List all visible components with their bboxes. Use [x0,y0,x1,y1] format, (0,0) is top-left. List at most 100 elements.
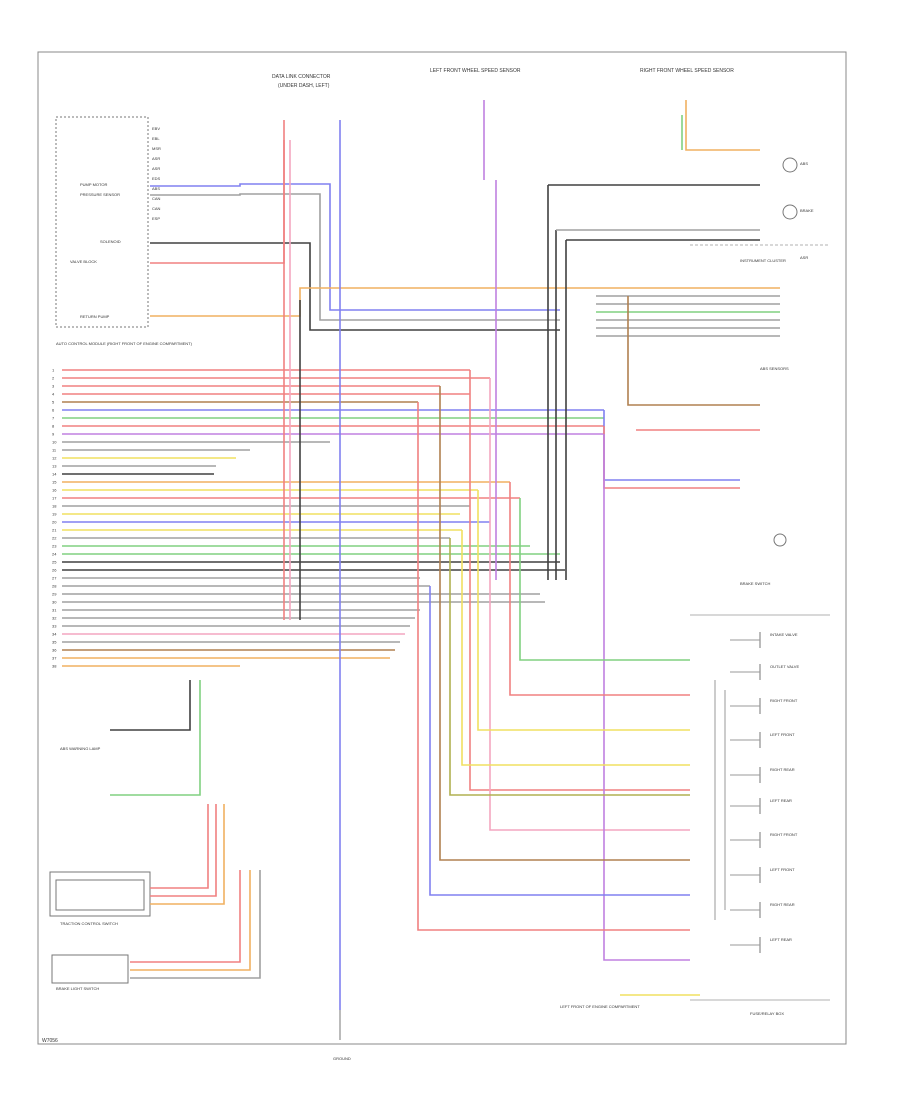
pin-number: 4 [52,392,55,397]
sensor-wire [110,680,201,796]
pin-number: 18 [52,504,57,509]
right-wheel-sensor-box [55,879,145,911]
pin-number: 30 [52,600,57,605]
valve-label: RIGHT FRONT [770,832,798,837]
lamp-label: BRAKE [800,208,814,213]
sensors-title: ABS SENSORS [760,366,789,371]
valve-label: RIGHT FRONT [770,698,798,703]
valve-label: LEFT FRONT [770,732,795,737]
left-wheel-sensor-box [49,871,151,917]
pin-number: 11 [52,448,57,453]
lamp-icon [773,533,787,547]
pin-number: 2 [52,376,55,381]
sensor-wire [150,804,217,897]
wire-yellow-vertical [461,530,690,766]
diagram-frame [37,51,847,1045]
module-pin-label: EBV [152,126,160,131]
pin-number: 16 [52,488,57,493]
pin-number: 20 [52,520,57,525]
pin-number: 12 [52,456,57,461]
module-pin-label: MSR [152,146,161,151]
pin-number: 22 [52,536,57,541]
pin-number: 28 [52,584,57,589]
wire-olive-vertical [449,538,690,796]
sensor-wire [130,870,251,971]
bottom-note: LEFT FRONT OF ENGINE COMPARTMENT [560,1004,640,1009]
wire-red-vertical [469,370,690,791]
page-id: W7056 [42,1038,58,1044]
pin-number: 7 [52,416,55,421]
module-label: RETURN PUMP [80,314,110,319]
valve-label: LEFT REAR [770,798,792,803]
pin-number: 26 [52,568,57,573]
labels: 1234567891011121314151617181920212223242… [42,68,814,1061]
wire-red-vertical [509,482,690,696]
data-link-title: DATA LINK CONNECTOR [272,74,331,80]
lamp-icon [782,157,798,173]
cluster-wire [627,296,760,406]
traction-switch-title: TRACTION CONTROL SWITCH [60,921,118,926]
module-pin-label: ASR [152,156,160,161]
abs-module-title: AUTO CONTROL MODULE (RIGHT FRONT OF ENGI… [56,341,193,346]
wire-black-module [150,242,560,331]
module-pin-label: ESP [152,216,160,221]
sensor-wire [150,804,225,905]
pin-number: 17 [52,496,57,501]
brake-switch-title: BRAKE SWITCH [740,581,771,586]
wire-green-vertical [519,498,690,661]
pin-number: 37 [52,656,57,661]
lh-wheel-sensor-title: LEFT FRONT WHEEL SPEED SENSOR [430,68,521,74]
wires [62,100,830,1040]
pin-number: 21 [52,528,57,533]
pin-number: 6 [52,408,55,413]
sensor-wire [150,804,209,889]
valve-label: INTAKE VALVE [770,632,798,637]
valve-label: LEFT FRONT [770,867,795,872]
ground-title: GROUND [333,1056,351,1061]
pin-number: 34 [52,632,57,637]
sensor-wire [130,870,241,963]
wire-blue-vertical [429,586,690,896]
pin-number: 19 [52,512,57,517]
pin-number: 1 [52,368,55,373]
pin-number: 24 [52,552,57,557]
wire-orange-top [685,100,760,151]
instrument-cluster-title: INSTRUMENT CLUSTER [740,258,786,263]
brake-light-switch-title: BRAKE LIGHT SWITCH [56,986,99,991]
rh-wheel-sensor-title: RIGHT FRONT WHEEL SPEED SENSOR [640,68,734,74]
module-pin-label: ABS [152,186,160,191]
module-pin-label: CAN [152,206,161,211]
wire-gray-module [150,193,560,321]
pin-number: 27 [52,576,57,581]
abs-control-module-box [55,116,149,328]
pin-number: 23 [52,544,57,549]
lamp-label: ABS [800,161,808,166]
pin-number: 33 [52,624,57,629]
valve-label: RIGHT REAR [770,902,795,907]
wire-pink-vertical [489,378,690,831]
pin-number: 8 [52,424,55,429]
lower-sensor-box [51,954,129,984]
sensor-wire [110,680,191,731]
pin-number: 38 [52,664,57,669]
lamp-label: ASR [800,255,808,260]
module-label: PUMP MOTOR [80,182,108,187]
sensor-wire [130,870,261,979]
module-label: PRESSURE SENSOR [80,192,120,197]
wire-brown-vertical [439,386,690,861]
warning-lamp-title: ABS WARNING LAMP [60,746,101,751]
pin-number: 10 [52,440,57,445]
pin-number: 9 [52,432,55,437]
wire-blue-vertical [603,410,740,481]
module-pin-label: CAN [152,196,161,201]
module-pin-label: EDS [152,176,161,181]
wire-violet-vertical [603,434,690,961]
wire-red-vertical [603,426,740,489]
wire-yellow-vertical [477,490,690,731]
pin-number: 13 [52,464,57,469]
module-label: VALVE BLOCK [70,259,97,264]
pin-number: 14 [52,472,57,477]
module-pin-label: EBL [152,136,160,141]
